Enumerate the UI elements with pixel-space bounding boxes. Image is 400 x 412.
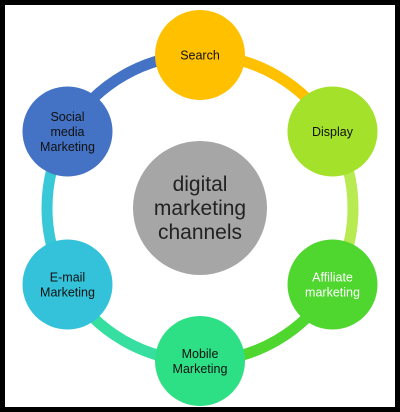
node-label-line: Social: [50, 110, 84, 124]
center-label-line: marketing: [154, 197, 246, 220]
node-display: Display: [287, 86, 378, 177]
node-label-line: media: [50, 125, 84, 139]
center-label-line: digital: [173, 173, 228, 196]
node-circle-search: [155, 10, 245, 100]
node-circle-social: [22, 86, 113, 177]
node-label-line: Search: [180, 49, 220, 63]
center-circle: [133, 141, 267, 275]
node-label-line: marketing: [305, 286, 360, 300]
center-label-line: channels: [158, 221, 242, 244]
node-label-line: E-mail: [50, 271, 85, 285]
node-label-line: Marketing: [173, 362, 228, 376]
node-label-line: Affiliate: [312, 271, 353, 285]
node-label-line: Mobile: [182, 347, 219, 361]
node-label-line: Marketing: [40, 286, 95, 300]
node-label-display: Display: [312, 125, 354, 139]
node-circle-mobile: [155, 316, 245, 406]
node-label-line: Marketing: [40, 140, 95, 154]
node-label-line: Display: [312, 125, 354, 139]
node-circle-affiliate: [287, 239, 378, 330]
node-search: Search: [155, 10, 245, 100]
node-circle-display: [287, 86, 378, 177]
node-label-search: Search: [180, 49, 220, 63]
node-circle-email: [22, 239, 113, 330]
